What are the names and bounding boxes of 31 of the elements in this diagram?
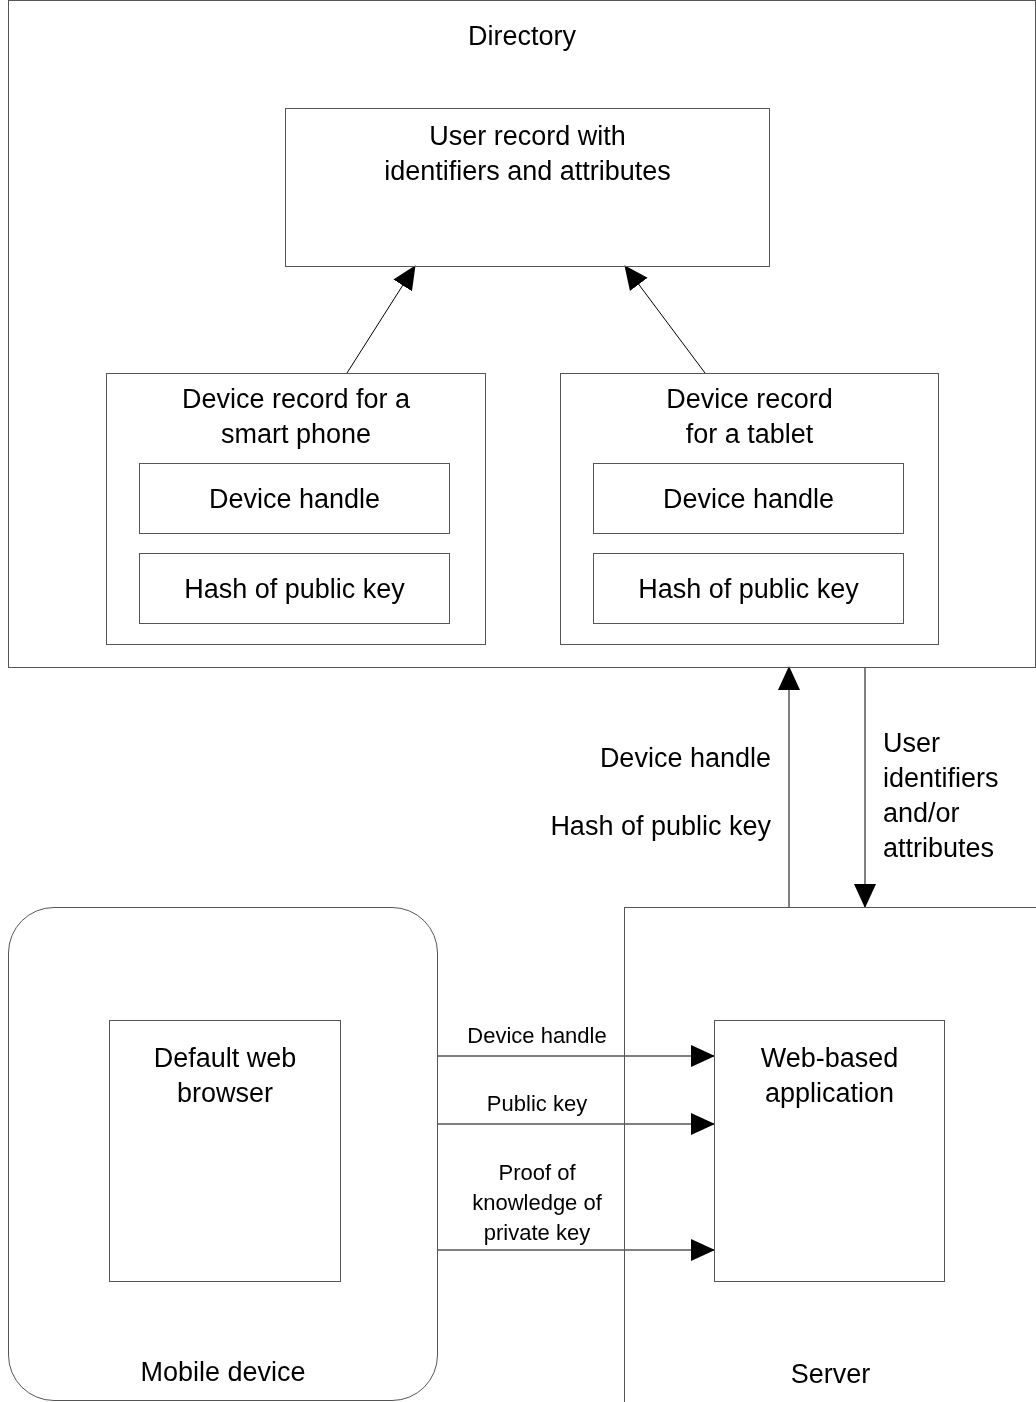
node-text: Hash of public key	[183, 572, 406, 606]
node-text: User record with identifiers and attributes	[383, 120, 672, 188]
record-box	[139, 463, 450, 534]
arrow	[346, 265, 416, 374]
node-text: Device record for a tablet	[665, 383, 834, 451]
node-text: Hash of public key	[637, 572, 860, 606]
record-box	[593, 553, 904, 624]
record-box	[109, 1020, 341, 1282]
node-text: Device handle	[207, 482, 382, 515]
record-box	[285, 108, 770, 267]
record-box	[106, 373, 486, 645]
device-outline	[8, 907, 438, 1401]
node-text: Device handle	[661, 482, 836, 515]
node-text: Directory	[467, 20, 577, 53]
node-text: Mobile device	[139, 1356, 307, 1389]
arrow	[436, 1045, 715, 1067]
record-box	[560, 373, 939, 645]
record-box	[593, 463, 904, 534]
node-text: Web-based application	[759, 1042, 900, 1110]
node-text: Device record for a smart phone	[181, 383, 411, 451]
arrow	[624, 265, 706, 374]
record-box	[139, 553, 450, 624]
arrow	[778, 666, 800, 908]
node-text: Server	[789, 1358, 872, 1391]
arrow	[436, 1239, 715, 1261]
arrow	[854, 666, 876, 908]
node-text: Default web browser	[152, 1042, 298, 1110]
record-box	[714, 1020, 945, 1282]
arrow	[436, 1113, 715, 1135]
server-area	[624, 907, 1036, 1402]
record-box	[8, 0, 1036, 668]
